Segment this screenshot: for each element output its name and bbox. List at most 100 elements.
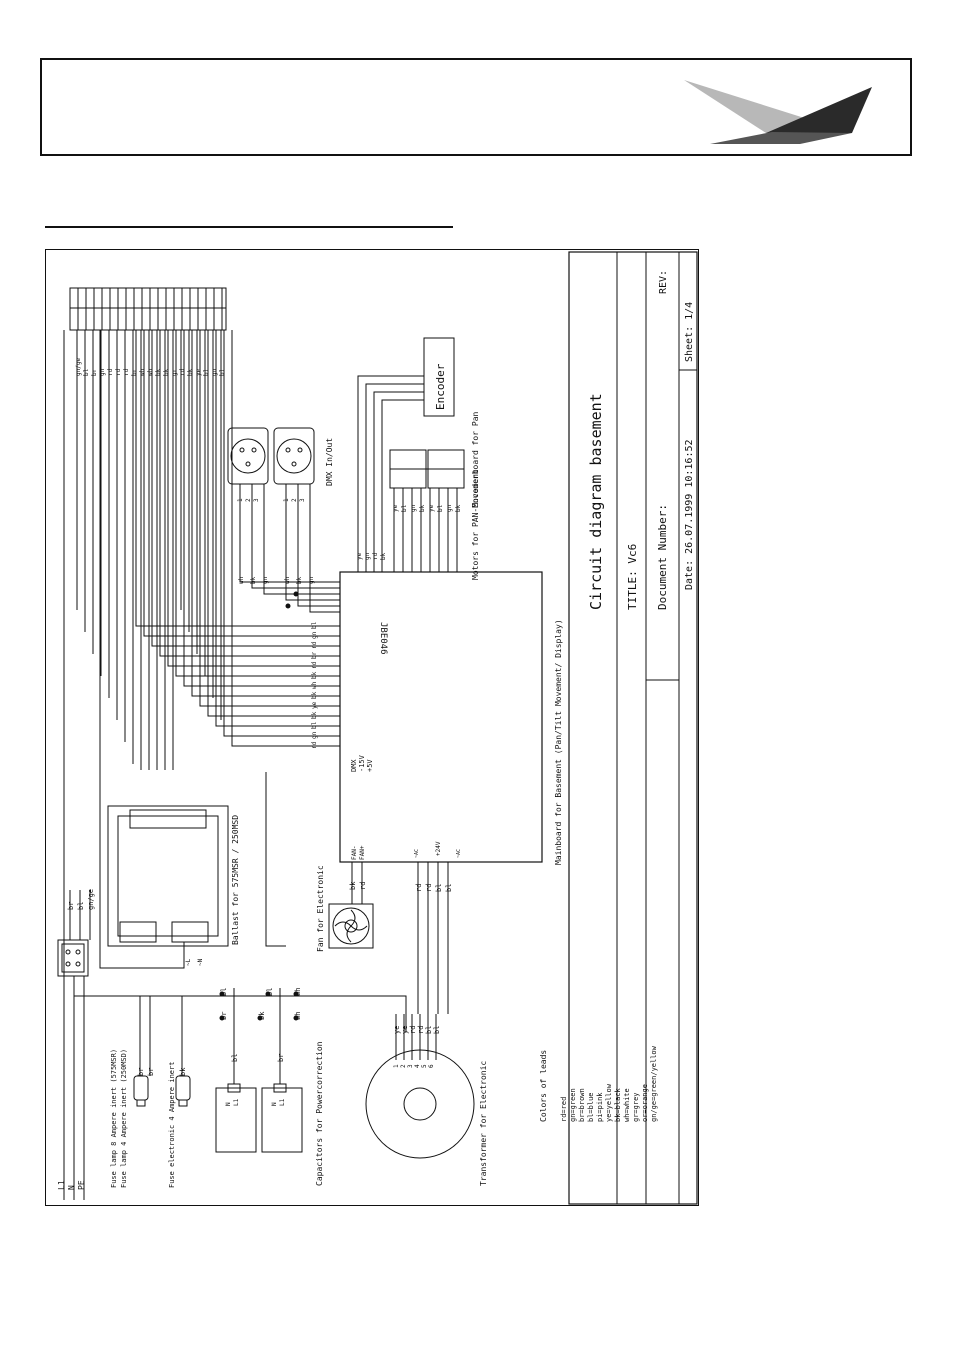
mainboard-input-wire: [223, 330, 340, 737]
mainboard-wire-label: wh: [311, 681, 318, 689]
main-switch: [57, 939, 89, 977]
encoder-wire: [365, 383, 424, 572]
connector-pin-label: wh: [147, 368, 154, 376]
mainboard-wire-label: br: [311, 651, 318, 659]
connector-pin-label: gn: [99, 368, 106, 376]
dmx-wire-label: bk: [296, 576, 303, 584]
capacitor-caption: Capacitors for Powercorrection: [315, 1041, 324, 1186]
diagram-title: Circuit diagram basement: [587, 393, 605, 610]
encoder-wire-label: ye: [356, 552, 363, 560]
transformer-pin-label: 4: [414, 1064, 421, 1068]
dmx-caption: DMX In/Out: [325, 438, 334, 486]
transformer-pin-label: 1: [393, 1064, 400, 1068]
pin-vcc: +5V: [366, 759, 374, 772]
mainboard-input-wire: [199, 330, 340, 707]
fuse-electronic: [175, 1075, 191, 1107]
transformer-wire-label: rd: [417, 1026, 425, 1034]
mainboard-input-wire: [183, 330, 340, 687]
mainboard-box: [339, 571, 543, 863]
fan-caption: Fan for Electronic: [316, 865, 325, 952]
dmx-wire: [239, 484, 340, 583]
connector-pin-label: gr: [171, 368, 178, 376]
junction-label: wh: [294, 988, 302, 996]
mainboard-input-wire: [159, 330, 340, 657]
encoder-wire: [373, 391, 424, 572]
mainboard-input-wire: [151, 330, 340, 647]
dmx-wire-label: gn: [308, 576, 315, 584]
capacitor-2: [261, 1083, 303, 1153]
junction-label: bl: [266, 988, 274, 996]
encoder-caption: Encoderboard for Pan: [471, 411, 480, 508]
fuse-electronic-caption: Fuse electronic 4 Ampere inert: [168, 1062, 176, 1188]
pin-ac2: ~AC: [456, 849, 462, 858]
connector-pin-label: ye: [195, 368, 202, 376]
supply-wire-label: bl: [77, 902, 85, 910]
junction-dot: [265, 991, 271, 997]
mainboard-caption: Mainboard for Basement (Pan/Tilt Movemen…: [554, 619, 563, 865]
capacitor-wire-label: bl: [231, 1054, 239, 1062]
connector-pin-label: rd: [123, 368, 130, 376]
supply-wire-label: gn/ge: [87, 889, 95, 910]
dmx-wire: [309, 484, 340, 613]
transformer-wire-label: bl: [433, 1026, 441, 1034]
mainboard-wire-label: bk: [311, 691, 318, 699]
encoder-wire: [357, 375, 424, 572]
fan-wire-label: rd: [359, 882, 367, 890]
connector-pin-label: br: [131, 368, 138, 376]
cap2-pin-l1: L1: [279, 1098, 286, 1106]
encoder-wire: [381, 399, 424, 572]
transformer-pin-label: 3: [407, 1064, 414, 1068]
fuse-wire-label: br: [137, 1068, 145, 1076]
connector-pin-label: gn/ge: [75, 358, 82, 376]
junction-dot: [293, 991, 299, 997]
transformer-wire-label: bl: [425, 1026, 433, 1034]
legend-item: rd=red: [560, 1097, 568, 1122]
legend-item: br=brown: [578, 1088, 586, 1122]
legend-item: bk=black: [614, 1087, 622, 1122]
dmx-wire: [297, 484, 340, 607]
mainboard-wire-label: bk: [311, 671, 318, 679]
encoder-wire-label: bk: [380, 552, 387, 560]
motor-wire-label: bl: [437, 504, 444, 512]
dmx-pin-label-in: 2: [245, 498, 252, 502]
transformer-pin-label: 5: [421, 1064, 428, 1068]
transformer-wire-label: ye: [401, 1026, 409, 1034]
legend-item: ye=yellow: [605, 1083, 613, 1122]
junction-label: br: [220, 1012, 228, 1020]
mainboard-wire-label: bl: [311, 721, 318, 729]
ballast-terminal-n: ~N: [197, 958, 204, 966]
dmx-wire: [285, 484, 340, 601]
dmx-wire: [263, 484, 340, 595]
mainboard-input-wire: [135, 330, 340, 627]
mainboard-wire-label: rd: [311, 661, 318, 669]
mains-bus-wire: [74, 995, 407, 1032]
mainboard-input-wire: [231, 330, 340, 747]
revision: REV:: [658, 270, 669, 294]
junction-dot: [257, 1015, 263, 1021]
mainboard-wire-label: rd: [311, 741, 318, 749]
junction-dot: [293, 1015, 299, 1021]
connector-pin-label: bl: [83, 368, 90, 376]
fan-wire-label: bk: [349, 881, 357, 890]
document-number: Document Number:: [656, 504, 669, 610]
connector-pin-label: wh: [139, 368, 146, 376]
legend-title: Colors of leads: [539, 1050, 548, 1122]
power-wire-label: bl: [435, 884, 443, 892]
cap1-pin-l1: L1: [233, 1098, 240, 1106]
connector-pin-label: bk: [155, 368, 162, 376]
fuse-lamp-line1: Fuse lamp 8 Ampere inert (575MSR): [110, 1049, 118, 1188]
connector-pin-label: gn: [211, 368, 218, 376]
legend-item: wh=white: [623, 1088, 631, 1122]
dmx-wire-label: wh: [284, 576, 291, 584]
junction-label: wh: [294, 1012, 302, 1020]
date: Date: 26.07.1999 10:16:52: [684, 439, 695, 590]
junction-label: bk: [258, 1011, 266, 1020]
encoder-label: Encoder: [434, 363, 447, 410]
